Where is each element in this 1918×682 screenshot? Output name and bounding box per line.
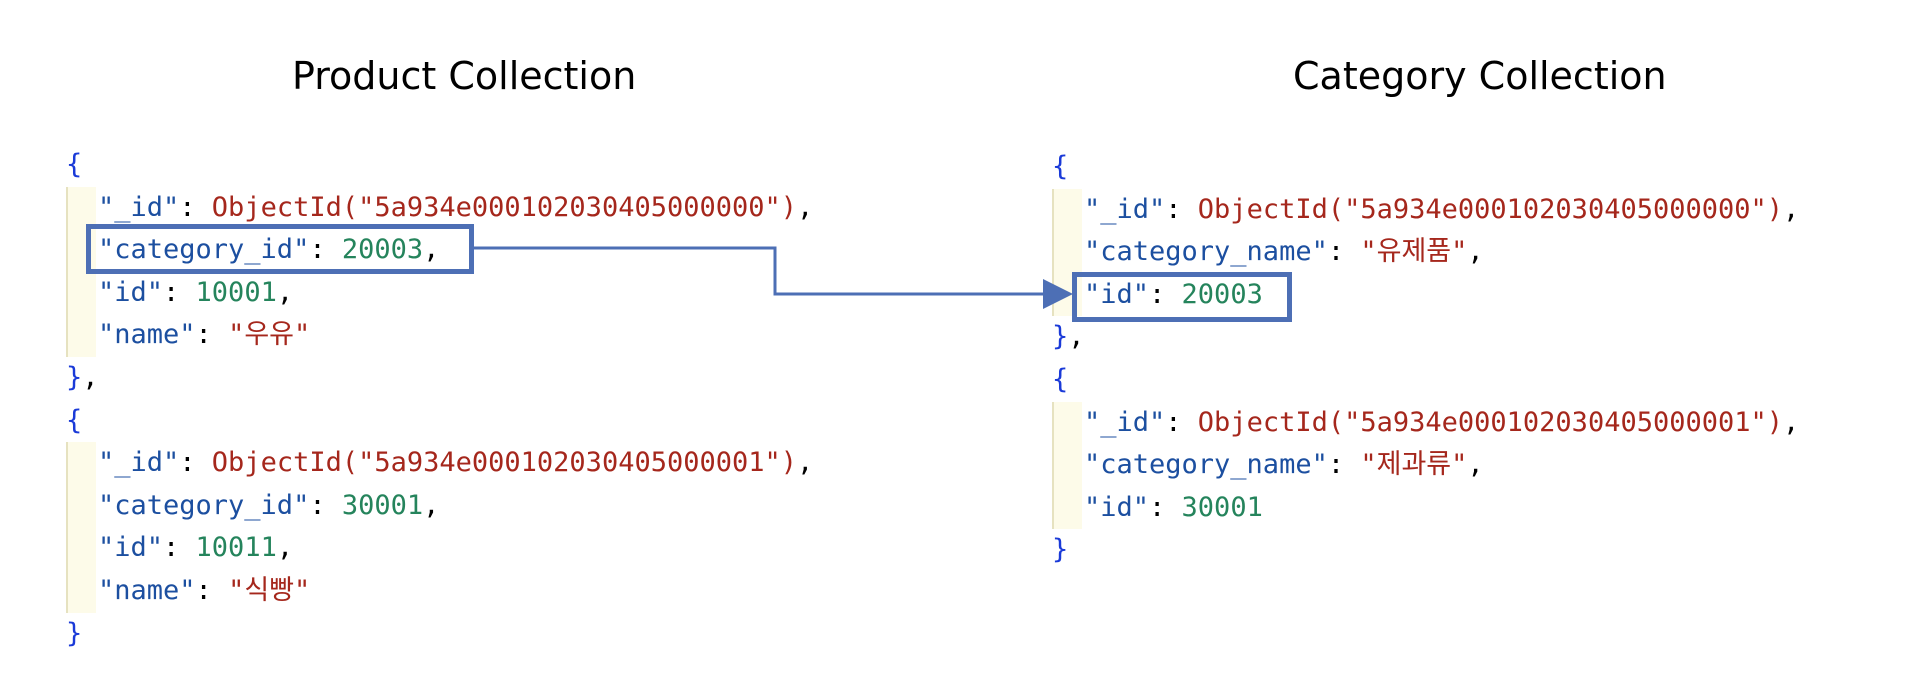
category-collection-panel: { "_id": ObjectId("5a934e000102030405000… bbox=[1052, 146, 1799, 572]
objectid-value: "5a934e000102030405000001" bbox=[358, 447, 781, 479]
product-doc-2-category-id-line: "category_id": 30001, bbox=[98, 489, 440, 521]
category-doc-2-category-name-line: "category_name": "제과류", bbox=[1084, 449, 1484, 481]
category-doc-2-id-field-line: "id": 30001 bbox=[1084, 491, 1263, 523]
field-key: "category_id" bbox=[98, 234, 310, 266]
field-key: "_id" bbox=[98, 447, 180, 479]
doc-open-brace: { bbox=[1052, 363, 1069, 395]
field-value: 10001 bbox=[195, 276, 277, 308]
id-field-highlight-box bbox=[1072, 272, 1292, 322]
product-collection-panel: { "_id": ObjectId("5a934e000102030405000… bbox=[66, 144, 813, 655]
product-doc-1-category-id-line: "category_id": 20003, bbox=[98, 234, 440, 266]
doc-close-brace: } bbox=[1052, 534, 1069, 566]
category-id-highlight-box bbox=[86, 224, 474, 274]
field-key: "category_name" bbox=[1084, 449, 1328, 481]
field-key: "id" bbox=[1084, 491, 1150, 523]
field-value: "우유" bbox=[228, 319, 311, 351]
objectid-value: "5a934e000102030405000000" bbox=[358, 191, 781, 223]
category-collection-title: Category Collection bbox=[1293, 54, 1667, 98]
product-doc-1-id-field-line: "id": 10001, bbox=[98, 276, 294, 308]
field-key: "category_id" bbox=[98, 489, 310, 521]
field-value: 20003 bbox=[341, 234, 424, 266]
field-key: "name" bbox=[98, 319, 196, 351]
category-doc-1-category-name-line: "category_name": "유제품", bbox=[1084, 236, 1484, 268]
objectid-value: "5a934e000102030405000001" bbox=[1344, 406, 1767, 438]
field-key: "id" bbox=[98, 276, 164, 308]
objectid-value: "5a934e000102030405000000" bbox=[1344, 193, 1767, 225]
field-value: 30001 bbox=[341, 489, 424, 521]
field-key: "id" bbox=[1084, 278, 1150, 310]
doc-open-brace: { bbox=[66, 149, 83, 180]
doc-indent-bar bbox=[66, 442, 96, 613]
product-doc-1-id-line: "_id": ObjectId("5a934e00010203040500000… bbox=[98, 191, 814, 223]
product-doc-2-id-line: "_id": ObjectId("5a934e00010203040500000… bbox=[98, 447, 814, 479]
objectid-prefix: ObjectId( bbox=[211, 191, 359, 223]
field-key: "category_name" bbox=[1084, 236, 1328, 268]
field-key: "_id" bbox=[1084, 406, 1166, 438]
objectid-prefix: ObjectId( bbox=[1197, 406, 1345, 438]
product-collection-title: Product Collection bbox=[292, 54, 637, 98]
field-key: "_id" bbox=[1084, 193, 1166, 225]
product-doc-1-name-line: "name": "우유" bbox=[98, 319, 311, 351]
doc-open-brace: { bbox=[66, 404, 83, 436]
doc-close-brace: }, bbox=[66, 361, 99, 393]
doc-close-brace: } bbox=[66, 617, 83, 649]
category-doc-1-id-field-line: "id": 20003 bbox=[1084, 278, 1263, 310]
category-doc-2-id-line: "_id": ObjectId("5a934e00010203040500000… bbox=[1084, 406, 1800, 438]
doc-close-brace: }, bbox=[1052, 321, 1085, 353]
field-value: 20003 bbox=[1181, 278, 1263, 310]
field-key: "id" bbox=[98, 532, 164, 564]
field-key: "_id" bbox=[98, 191, 180, 223]
field-key: "name" bbox=[98, 574, 196, 606]
field-value: 10011 bbox=[195, 532, 277, 564]
field-value: "유제품" bbox=[1360, 236, 1468, 268]
objectid-prefix: ObjectId( bbox=[211, 447, 359, 479]
doc-indent-bar bbox=[1052, 401, 1082, 530]
product-doc-2-id-field-line: "id": 10011, bbox=[98, 532, 294, 564]
field-value: 30001 bbox=[1181, 491, 1263, 523]
doc-open-brace: { bbox=[1052, 151, 1069, 182]
objectid-prefix: ObjectId( bbox=[1197, 193, 1345, 225]
category-doc-1-id-line: "_id": ObjectId("5a934e00010203040500000… bbox=[1084, 193, 1800, 225]
field-value: "식빵" bbox=[228, 574, 311, 606]
field-value: "제과류" bbox=[1360, 449, 1468, 481]
product-doc-2-name-line: "name": "식빵" bbox=[98, 574, 311, 606]
